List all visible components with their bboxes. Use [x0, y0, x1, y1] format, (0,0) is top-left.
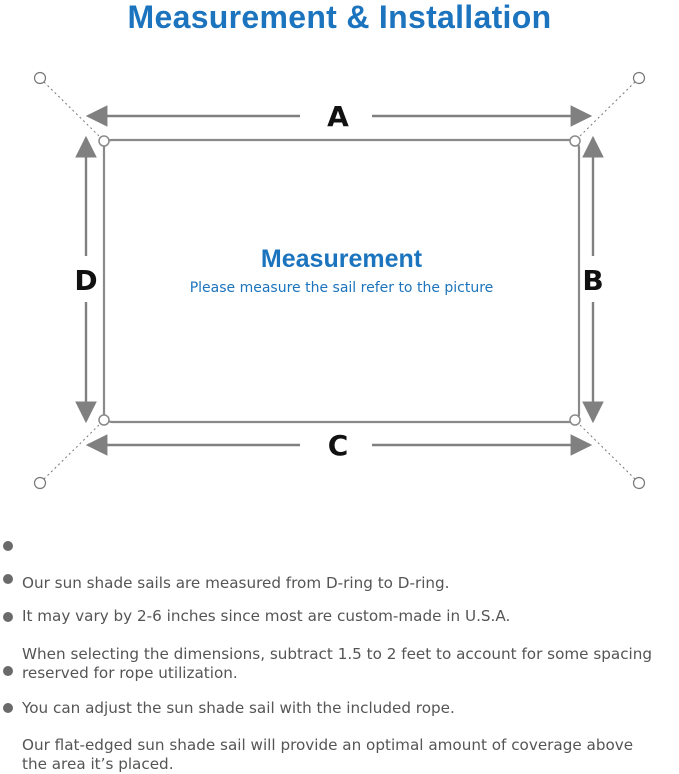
note-item: It may vary by 2-6 inches since most are… — [3, 569, 679, 626]
sail-outline — [102, 138, 581, 424]
dimension-d-label: D — [74, 264, 97, 297]
dimension-a-label: A — [327, 100, 349, 133]
note-item: When selecting the dimensions, subtract … — [3, 607, 679, 683]
note-text: It may vary by 2-6 inches since most are… — [22, 607, 511, 625]
d-ring-bottom-left — [98, 414, 110, 426]
dimension-b-label: B — [582, 264, 603, 297]
note-text: When selecting the dimensions, subtract … — [22, 645, 653, 682]
bullet-icon — [3, 666, 13, 676]
bullet-icon — [3, 612, 13, 622]
note-text: You can adjust the sun shade sail with t… — [22, 699, 455, 717]
anchor-bottom-right — [632, 476, 646, 490]
note-text: Our flat-edged sun shade sail will provi… — [22, 736, 634, 773]
rope-bottom-right — [578, 423, 636, 480]
d-ring-top-left — [98, 135, 110, 147]
d-ring-top-right — [569, 135, 581, 147]
rope-top-left — [43, 81, 101, 138]
note-item: You can adjust the sun shade sail with t… — [3, 661, 679, 718]
dimension-c-label: C — [328, 429, 349, 462]
anchor-top-left — [33, 71, 47, 85]
d-ring-bottom-right — [569, 414, 581, 426]
rope-top-right — [578, 81, 636, 138]
measurement-diagram: A C D B — [33, 71, 646, 490]
note-text: Our sun shade sails are measured from D-… — [22, 574, 450, 592]
anchor-top-right — [632, 71, 646, 85]
rope-bottom-left — [43, 423, 101, 480]
anchor-bottom-left — [33, 476, 47, 490]
page-title: Measurement & Installation — [127, 0, 552, 35]
diagram-center-title: Measurement — [260, 245, 423, 273]
note-item: Our flat-edged sun shade sail will provi… — [3, 698, 679, 774]
bullet-icon — [3, 703, 13, 713]
note-item: Our sun shade sails are measured from D-… — [3, 536, 679, 593]
diagram-center-subtitle: Please measure the sail refer to the pic… — [189, 280, 494, 296]
bullet-icon — [3, 574, 13, 584]
bullet-icon — [3, 541, 13, 551]
